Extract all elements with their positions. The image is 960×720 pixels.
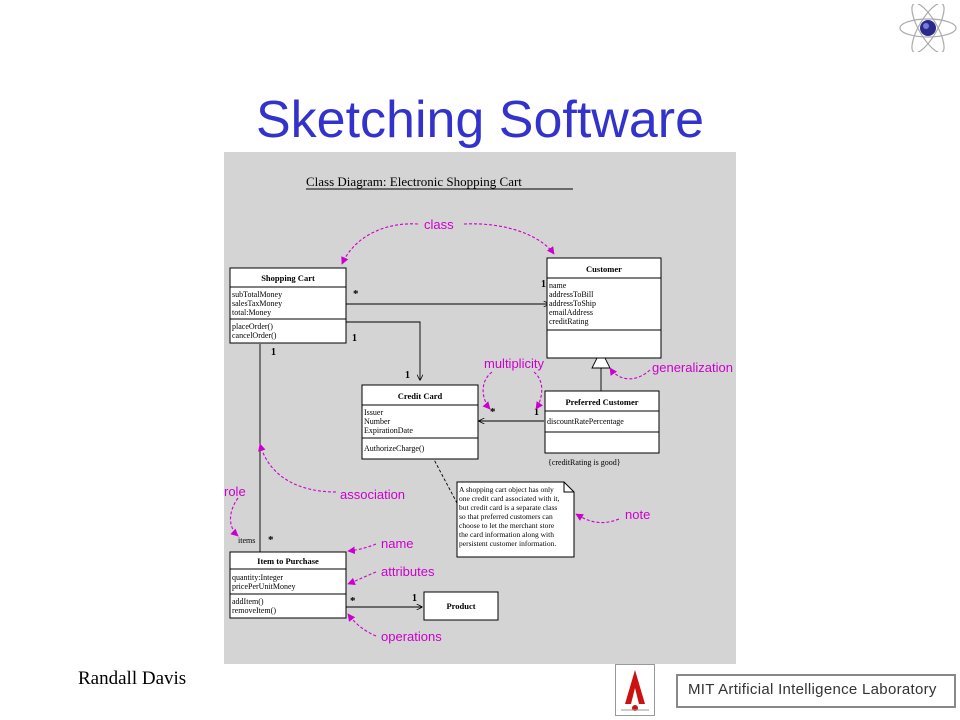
annotation-arrow-operations [347,613,377,637]
ai-lab-logo-icon [615,664,655,716]
assoc-cart-creditcard [346,321,420,380]
note-line: the card information along with [459,530,554,539]
multiplicity-label: * [353,288,359,300]
annotation-class: class [424,217,454,232]
class-shopping-cart: Shopping Cart subTotalMoney salesTaxMone… [229,267,347,344]
class-credit-card: Credit Card Issuer Number ExpirationDate… [361,384,479,460]
annotation-operations: operations [381,629,442,644]
credit-card-attr: ExpirationDate [364,426,413,435]
constraint-label: {creditRating is good} [548,458,621,467]
shopping-cart-attr: total:Money [232,308,271,317]
shopping-cart-attr: salesTaxMoney [232,299,282,308]
multiplicity-label: 1 [534,407,539,418]
multiplicity-label: * [350,595,356,607]
annotation-arrow-class-left [341,223,419,265]
customer-attr: creditRating [549,317,589,326]
product-name: Product [446,601,475,611]
item-to-purchase-attr: pricePerUnitMoney [232,582,296,591]
note-line: choose to let the merchant store [459,521,555,530]
multiplicity-label: 1 [541,279,546,290]
diagram-title: Class Diagram: Electronic Shopping Cart [306,174,522,189]
uml-diagram: Class Diagram: Electronic Shopping Cart … [224,152,736,664]
author-name: Randall Davis [78,668,187,689]
note-line: A shopping cart object has only [459,485,554,494]
annotation-arrow-attributes [347,571,377,586]
class-preferred-customer: Preferred Customer discountRatePercentag… [544,390,660,454]
annotation-arrow-association [258,443,337,493]
multiplicity-label: 1 [405,370,410,381]
class-item-to-purchase: Item to Purchase quantity:Integer priceP… [229,551,347,619]
preferred-customer-attr: discountRatePercentage [547,417,624,426]
credit-card-attr: Number [364,417,391,426]
item-to-purchase-attr: quantity:Integer [232,573,283,582]
shopping-cart-op: placeOrder() [232,322,273,331]
customer-attr: emailAddress [549,308,593,317]
class-customer: Customer name addressToBill addressToShi… [546,257,662,359]
note-line: persistent customer information. [459,539,556,548]
multiplicity-label: 1 [412,593,417,604]
credit-card-name: Credit Card [398,391,443,401]
shopping-cart-name: Shopping Cart [261,273,315,283]
annotation-arrow-role [229,497,239,537]
note-line: one credit card associated with it, [459,494,560,503]
shopping-cart-op: cancelOrder() [232,331,277,340]
multiplicity-label: 1 [352,333,357,344]
credit-card-attr: Issuer [364,408,383,417]
slide-title: Sketching Software [255,91,705,149]
annotation-note: note [625,507,650,522]
lab-name: MIT Artificial Intelligence Laboratory [688,681,937,698]
annotation-arrow-note [575,513,620,524]
annotation-arrow-class-right [463,223,555,255]
annotation-arrow-multiplicity-left [482,371,493,410]
note-connector [429,451,459,506]
credit-card-op: AuthorizeCharge() [364,444,425,453]
multiplicity-label: * [268,534,274,546]
role-label: items [238,536,255,545]
annotation-arrow-generalization [609,367,651,380]
annotation-arrow-name [347,543,377,555]
preferred-customer-name: Preferred Customer [565,397,638,407]
annotation-association: association [340,487,405,502]
shopping-cart-attr: subTotalMoney [232,290,282,299]
annotation-arrow-multiplicity-right [533,371,544,410]
generalization-triangle [591,348,611,369]
uml-diagram-canvas: Class Diagram: Electronic Shopping Cart … [224,174,733,644]
lab-banner: MIT Artificial Intelligence Laboratory [676,674,956,708]
note-line: but credit card is a separate class [459,503,557,512]
atom-orbit-icon [899,4,957,52]
item-to-purchase-op: addItem() [232,597,264,606]
note-box: A shopping cart object has only one cred… [456,481,575,558]
customer-attr: name [549,281,567,290]
item-to-purchase-op: removeItem() [232,606,276,615]
multiplicity-label: * [490,406,496,418]
class-product: Product [423,591,499,621]
annotation-generalization: generalization [652,360,733,375]
annotation-multiplicity: multiplicity [484,356,544,371]
customer-attr: addressToShip [549,299,596,308]
customer-attr: addressToBill [549,290,594,299]
annotation-attributes: attributes [381,564,435,579]
annotation-name: name [381,536,414,551]
item-to-purchase-name: Item to Purchase [257,556,319,566]
note-line: so that preferred customers can [459,512,553,521]
annotation-role: role [224,484,246,499]
multiplicity-label: 1 [271,347,276,358]
customer-name: Customer [586,264,622,274]
